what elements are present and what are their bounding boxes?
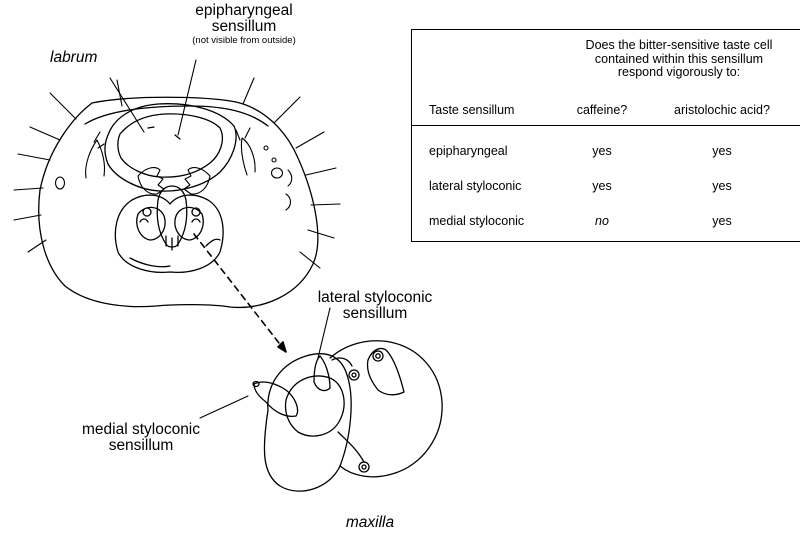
sensillum-response-table: Does the bitter-sensitive taste cell con…: [411, 29, 800, 242]
lateral-label-line2: sensillum: [290, 306, 460, 322]
leader-lines: [110, 60, 330, 418]
epipharyngeal-label: epipharyngeal sensillum (not visible fro…: [148, 3, 340, 46]
table-question-line2: contained within this sensillum: [560, 53, 798, 67]
row-caffeine: yes: [562, 179, 642, 193]
row-aristolochic: yes: [652, 179, 792, 193]
labrum-label: labrum: [50, 50, 97, 66]
antennae: [86, 128, 255, 178]
lateral-styloconic-label: lateral styloconic sensillum: [290, 290, 460, 323]
row-sensillum: medial styloconic: [429, 214, 524, 228]
row-aristolochic: yes: [652, 214, 792, 228]
medial-label-line2: sensillum: [66, 438, 216, 454]
row-sensillum: epipharyngeal: [429, 144, 508, 158]
table-question-line1: Does the bitter-sensitive taste cell: [560, 39, 798, 53]
row-aristolochic: yes: [652, 144, 792, 158]
col-header-caffeine: caffeine?: [562, 103, 642, 117]
row-sensillum: lateral styloconic: [429, 179, 521, 193]
dashed-arrow: [194, 234, 286, 352]
medial-label-line1: medial styloconic: [66, 422, 216, 438]
header-rule: [412, 125, 800, 126]
maxilla-shape: [253, 341, 442, 491]
row-caffeine: yes: [562, 144, 642, 158]
col-header-aristolochic: aristolochic acid?: [652, 103, 792, 117]
head-capsule: [39, 97, 318, 307]
lateral-label-line1: lateral styloconic: [290, 290, 460, 306]
table-question-line3: respond vigorously to:: [560, 66, 798, 80]
maxilla-label: maxilla: [330, 515, 410, 531]
epipharyngeal-note: (not visible from outside): [148, 36, 340, 46]
col-header-sensillum: Taste sensillum: [429, 103, 514, 117]
row-caffeine: no: [562, 214, 642, 228]
lower-mouthparts: [115, 186, 223, 272]
epipharyngeal-label-line2: sensillum: [148, 19, 340, 35]
epipharyngeal-label-line1: epipharyngeal: [148, 3, 340, 19]
table-question: Does the bitter-sensitive taste cell con…: [560, 39, 798, 80]
medial-styloconic-label: medial styloconic sensillum: [66, 422, 216, 455]
labrum-shape: [105, 104, 236, 191]
